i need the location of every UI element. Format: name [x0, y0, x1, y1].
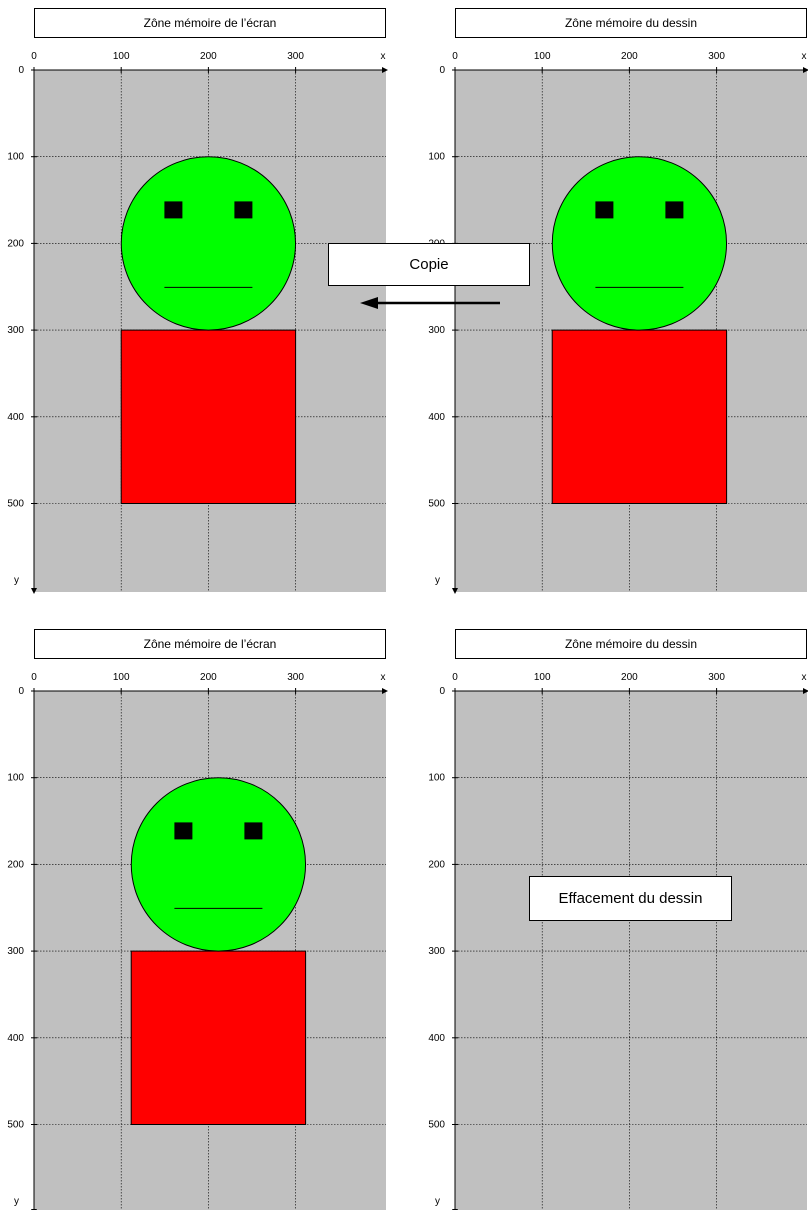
- y-tick-label: 0: [18, 686, 24, 697]
- x-tick-label: 0: [452, 672, 458, 683]
- y-tick-label: 400: [7, 412, 24, 423]
- x-axis-label: x: [381, 51, 386, 62]
- y-tick-label: 400: [428, 1033, 445, 1044]
- y-tick-label: 300: [7, 946, 24, 957]
- x-tick-label: 300: [708, 51, 725, 62]
- erase-label: Effacement du dessin: [529, 876, 732, 921]
- y-tick-label: 200: [7, 238, 24, 249]
- y-tick-label: 0: [18, 65, 24, 76]
- y-tick-label: 200: [428, 859, 445, 870]
- left-eye: [164, 201, 182, 218]
- y-tick-label: 100: [428, 773, 445, 784]
- left-eye: [174, 822, 192, 839]
- y-tick-label: 0: [439, 686, 445, 697]
- body-rectangle: [552, 330, 726, 503]
- right-eye: [244, 822, 262, 839]
- x-tick-label: 300: [708, 672, 725, 683]
- x-tick-label: 0: [31, 672, 37, 683]
- y-tick-label: 0: [439, 65, 445, 76]
- head-circle: [131, 778, 305, 951]
- y-tick-label: 500: [428, 1120, 445, 1131]
- y-tick-label: 400: [7, 1033, 24, 1044]
- panel-0: [31, 67, 388, 594]
- y-axis-label: y: [435, 575, 440, 586]
- x-tick-label: 100: [534, 672, 551, 683]
- panel-3: [452, 688, 808, 1210]
- y-tick-label: 100: [7, 152, 24, 163]
- copy-label: Copie: [328, 243, 530, 286]
- y-tick-label: 300: [428, 946, 445, 957]
- x-tick-label: 200: [621, 672, 638, 683]
- left-eye: [595, 201, 613, 218]
- x-axis-label: x: [802, 672, 807, 683]
- y-tick-label: 400: [428, 412, 445, 423]
- y-axis-label: y: [14, 1196, 19, 1207]
- x-tick-label: 100: [534, 51, 551, 62]
- x-tick-label: 200: [200, 672, 217, 683]
- body-rectangle: [121, 330, 295, 503]
- panel-2: [31, 688, 388, 1210]
- head-circle: [121, 157, 295, 330]
- x-axis-label: x: [802, 51, 807, 62]
- y-tick-label: 300: [428, 325, 445, 336]
- x-axis-label: x: [381, 672, 386, 683]
- y-axis-label: y: [435, 1196, 440, 1207]
- right-eye: [234, 201, 252, 218]
- panel-background: [455, 691, 807, 1210]
- x-tick-label: 100: [113, 51, 130, 62]
- y-tick-label: 300: [7, 325, 24, 336]
- x-tick-label: 300: [287, 51, 304, 62]
- x-tick-label: 100: [113, 672, 130, 683]
- x-tick-label: 0: [452, 51, 458, 62]
- y-tick-label: 100: [428, 152, 445, 163]
- panel-1: [452, 67, 808, 594]
- y-tick-label: 500: [7, 499, 24, 510]
- x-tick-label: 200: [200, 51, 217, 62]
- y-axis-label: y: [14, 575, 19, 586]
- x-tick-label: 0: [31, 51, 37, 62]
- y-tick-label: 500: [7, 1120, 24, 1131]
- body-rectangle: [131, 951, 305, 1124]
- y-tick-label: 500: [428, 499, 445, 510]
- y-tick-label: 100: [7, 773, 24, 784]
- x-tick-label: 200: [621, 51, 638, 62]
- x-tick-label: 300: [287, 672, 304, 683]
- head-circle: [552, 157, 726, 330]
- right-eye: [665, 201, 683, 218]
- y-tick-label: 200: [7, 859, 24, 870]
